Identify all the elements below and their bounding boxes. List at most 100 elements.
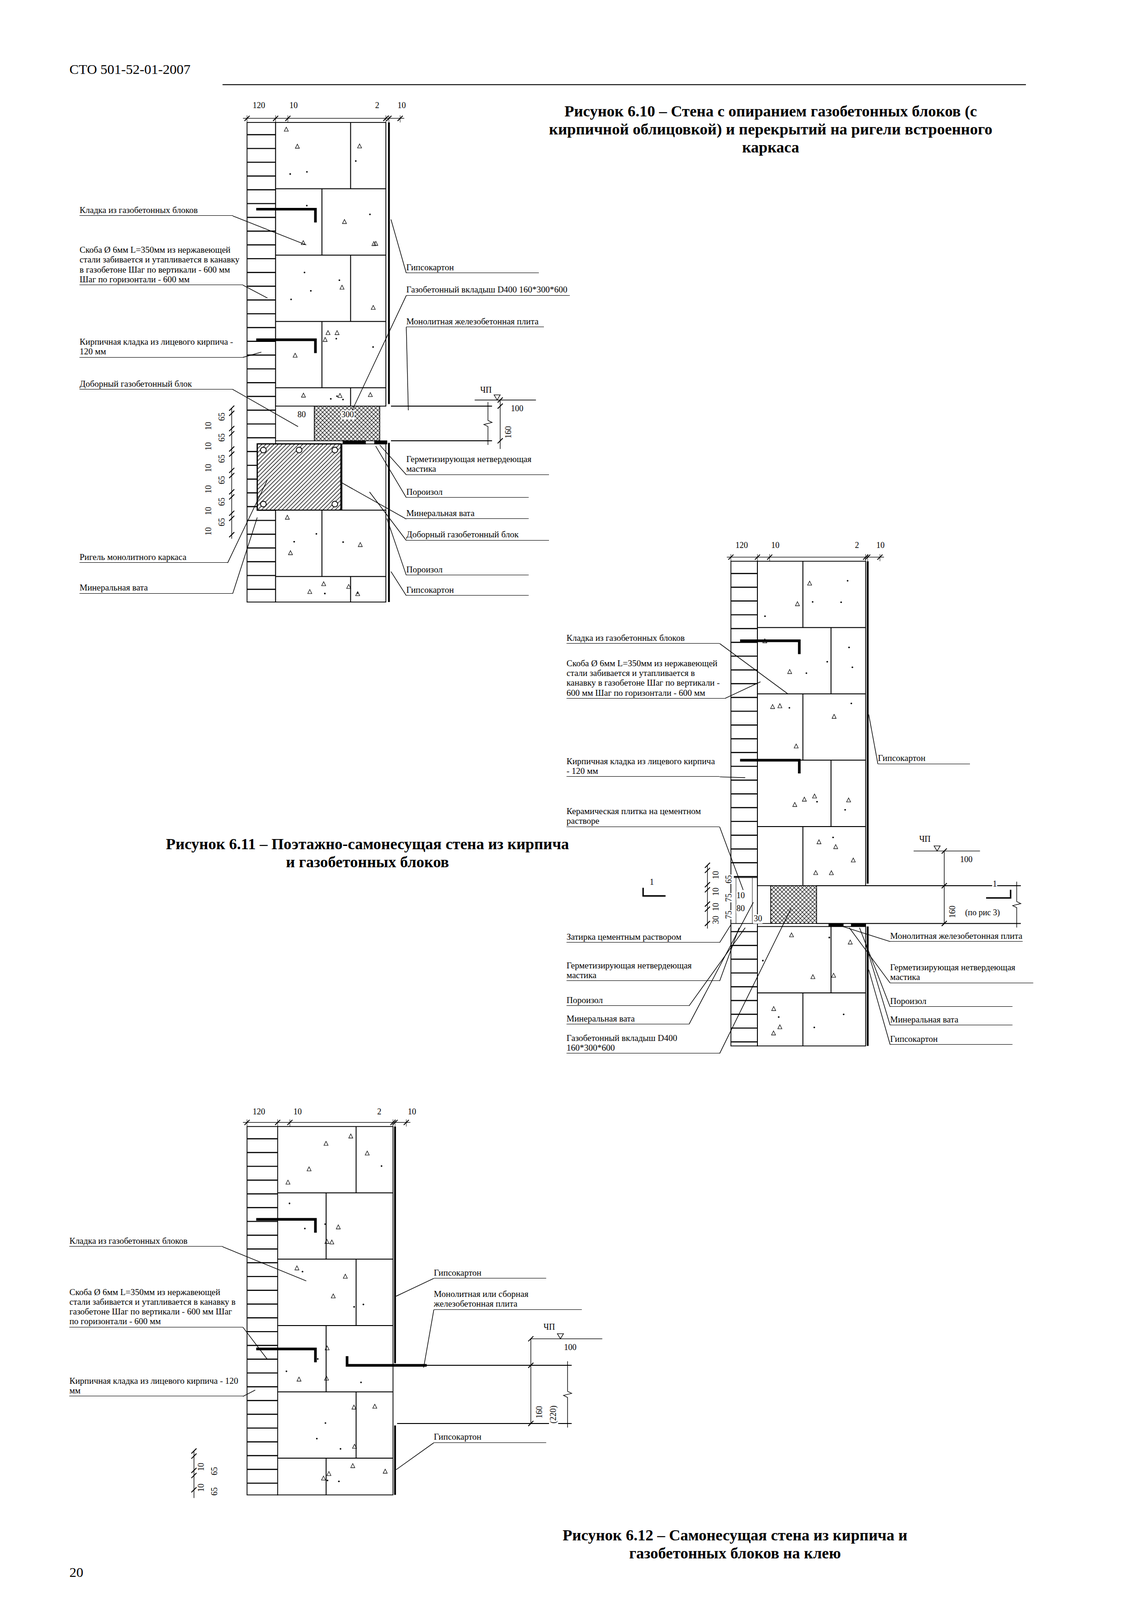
dimension-text: ЧП bbox=[479, 385, 493, 396]
brick-joint bbox=[247, 327, 276, 329]
sealant-mastic bbox=[374, 440, 388, 445]
brick-joint bbox=[247, 1359, 278, 1360]
aggregate-dot bbox=[305, 204, 308, 207]
leader-line bbox=[859, 927, 891, 1007]
aggregate-dot bbox=[305, 170, 308, 173]
dimension-line bbox=[707, 865, 708, 929]
leader-line bbox=[340, 481, 407, 520]
dimension-tick bbox=[528, 1363, 534, 1369]
dimension-tick bbox=[191, 1487, 197, 1493]
dimension-text: 10 bbox=[204, 526, 214, 537]
dimension-tick bbox=[704, 862, 710, 868]
block-joint bbox=[275, 254, 386, 256]
block-joint bbox=[277, 1457, 394, 1459]
callout-label: Кирпичная кладка из лицевого кирпича - 1… bbox=[79, 336, 243, 358]
brick-joint bbox=[731, 848, 758, 850]
leader-line bbox=[227, 479, 268, 563]
block-joint bbox=[757, 826, 866, 828]
brick-joint bbox=[247, 299, 276, 301]
callout-label: Кирпичная кладка из лицевого кирпича - 1… bbox=[566, 756, 720, 778]
brick-joint bbox=[731, 765, 758, 767]
steel-staple bbox=[256, 339, 316, 354]
aggregate-mark bbox=[284, 127, 289, 132]
leader-line bbox=[849, 927, 891, 984]
extension-line bbox=[275, 115, 276, 123]
extension-line bbox=[392, 1119, 394, 1127]
aggregate-mark bbox=[342, 219, 347, 224]
brick-joint bbox=[247, 313, 276, 315]
callout-label: Керамическая плитка на цементном раствор… bbox=[566, 806, 720, 828]
aggregate-dot bbox=[285, 1370, 288, 1373]
plasterboard bbox=[394, 1425, 397, 1495]
extension-line bbox=[289, 1119, 291, 1127]
dimension-tick bbox=[191, 1448, 197, 1454]
dimension-tick bbox=[497, 438, 503, 444]
callout-label: Скоба Ø 6мм L=350мм из нержавеющей стали… bbox=[566, 658, 725, 699]
aggregate-mark bbox=[301, 393, 306, 398]
brick-joint bbox=[247, 1220, 278, 1222]
aggregate-dot bbox=[842, 1013, 845, 1016]
dimension-text: 65 bbox=[217, 497, 227, 507]
aggregate-mark bbox=[324, 1376, 329, 1381]
dimension-text: 160 bbox=[535, 1405, 545, 1420]
brick-joint bbox=[247, 1345, 278, 1347]
dimension-text: 10 bbox=[711, 887, 721, 897]
aggregate-mark bbox=[770, 704, 775, 709]
leader-line bbox=[719, 827, 744, 891]
level-line bbox=[530, 1338, 603, 1340]
aggregate-mark bbox=[294, 1266, 299, 1271]
callout-label: Монолитная железобетонная плита bbox=[406, 316, 544, 328]
callout-label: Гипсокартон bbox=[433, 1268, 547, 1279]
aggregate-dot bbox=[844, 809, 847, 811]
brick-joint bbox=[247, 1469, 278, 1470]
aggregate-dot bbox=[850, 702, 853, 705]
brick-joint bbox=[731, 779, 758, 781]
aggregate-dot bbox=[762, 959, 764, 962]
brick-joint bbox=[247, 1138, 278, 1140]
leader-line bbox=[396, 1278, 434, 1297]
aggregate-mark bbox=[355, 591, 360, 596]
dimension-text: 10 bbox=[204, 463, 214, 473]
leader-line bbox=[396, 1443, 434, 1470]
aggregate-mark bbox=[357, 143, 362, 148]
callout-label: Гипсокартон bbox=[890, 1034, 1013, 1045]
aggregate-mark bbox=[787, 669, 792, 674]
brick-joint bbox=[247, 244, 276, 246]
level-marker bbox=[933, 846, 940, 852]
callout-label: Гипсокартон bbox=[406, 262, 539, 274]
aggregate-dot bbox=[848, 646, 851, 649]
dimension-tick bbox=[704, 901, 710, 907]
rebar bbox=[260, 447, 267, 453]
rebar bbox=[331, 447, 338, 453]
aggregate-mark bbox=[337, 393, 342, 398]
brick-joint bbox=[247, 147, 276, 149]
leader-line bbox=[232, 517, 258, 594]
aggregate-mark bbox=[286, 1180, 291, 1185]
brick-joint bbox=[247, 588, 276, 590]
rebar bbox=[331, 501, 338, 507]
brick-joint bbox=[731, 683, 758, 685]
dimension-tick bbox=[704, 906, 710, 912]
sealant-mastic bbox=[342, 440, 366, 445]
dimension-text: 65 bbox=[217, 517, 227, 527]
block-joint bbox=[355, 1126, 357, 1194]
dimension-text: 65 bbox=[210, 1466, 220, 1476]
frame-girder bbox=[257, 444, 342, 511]
brick-joint bbox=[247, 1179, 278, 1181]
brick-joint bbox=[731, 958, 758, 960]
callout-label: Ригель монолитного каркаса bbox=[79, 552, 228, 563]
aggregate-mark bbox=[371, 305, 376, 310]
aggregate-dot bbox=[764, 615, 767, 618]
aggregate-dot bbox=[832, 836, 835, 839]
aggregate-mark bbox=[285, 515, 290, 520]
aggregate-mark bbox=[771, 1006, 776, 1012]
figure-caption: Рисунок 6.11 – Поэтажно-самонесущая стен… bbox=[163, 835, 572, 872]
block-joint bbox=[277, 1391, 394, 1393]
extension-line bbox=[246, 115, 248, 123]
dimension-text: 80 bbox=[297, 410, 307, 420]
aggregate-mark bbox=[324, 1346, 330, 1351]
plasterboard bbox=[866, 926, 869, 1046]
aggregate-dot bbox=[339, 1448, 342, 1451]
extension-line bbox=[879, 554, 881, 561]
